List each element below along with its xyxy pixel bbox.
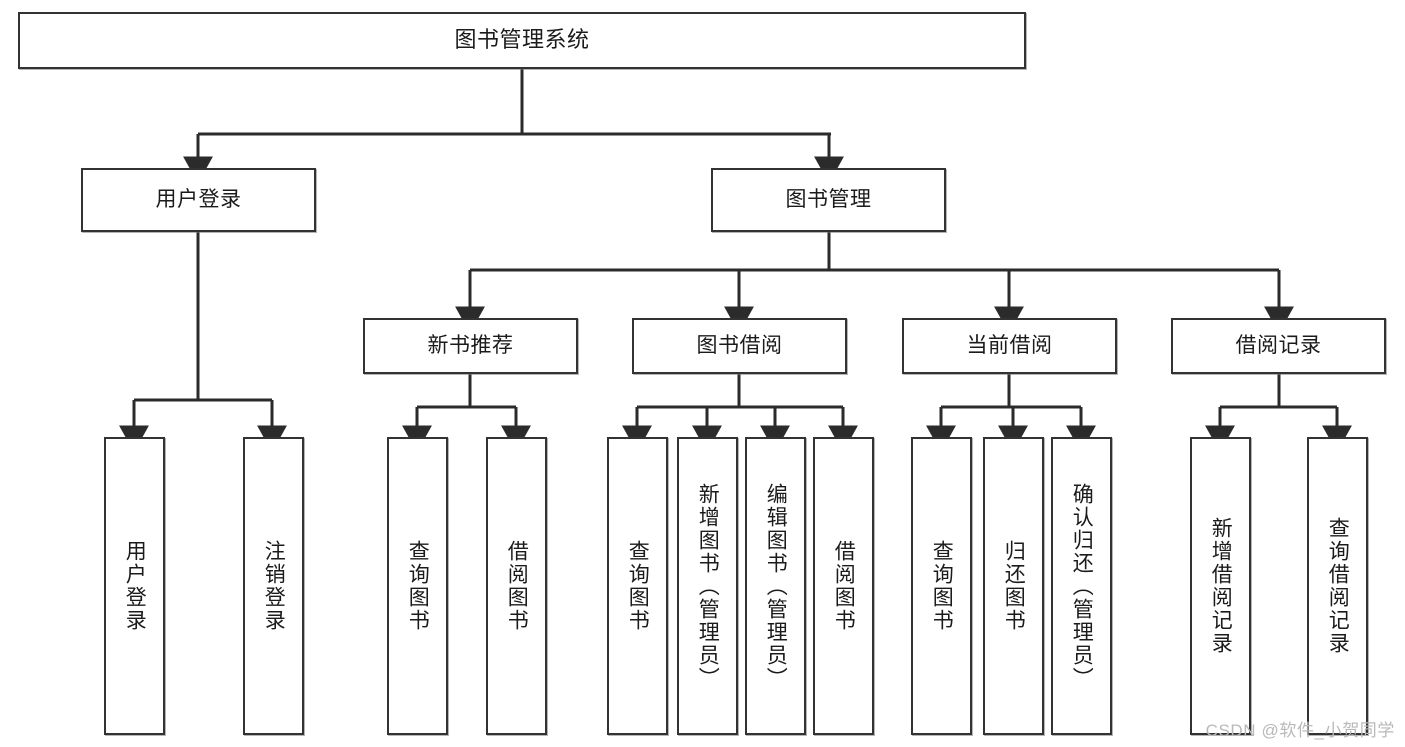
node-user-login[interactable]: 用户登录 [81,168,316,232]
node-label: 查询图书 [406,540,430,632]
node-label: 查询借阅记录 [1326,517,1350,655]
leaf-borrow-book[interactable]: 借阅图书 [813,437,874,735]
node-label: 借阅图书 [505,540,529,632]
leaf-query-borrow-record[interactable]: 查询借阅记录 [1307,437,1368,735]
leaf-logout[interactable]: 注销登录 [243,437,304,735]
node-book-borrow[interactable]: 图书借阅 [632,318,847,374]
leaf-add-book-admin[interactable]: 新增图书（管理员） [677,437,738,735]
node-label: 查询图书 [930,540,954,632]
node-label: 用户登录 [123,540,147,632]
leaf-confirm-return-admin[interactable]: 确认归还（管理员） [1051,437,1112,735]
leaf-add-borrow-record[interactable]: 新增借阅记录 [1190,437,1251,735]
node-label: 借阅记录 [1235,334,1322,358]
node-label: 图书管理 [785,188,872,212]
node-borrow-record[interactable]: 借阅记录 [1171,318,1386,374]
node-book-management-system[interactable]: 图书管理系统 [18,12,1026,69]
csdn-watermark: CSDN @软件_小贺同学 [1205,721,1395,740]
leaf-return-book[interactable]: 归还图书 [983,437,1044,735]
node-label: 图书借阅 [696,334,783,358]
node-current-borrow[interactable]: 当前借阅 [902,318,1117,374]
node-label: 确认归还（管理员） [1070,482,1094,690]
node-label: 新书推荐 [427,334,514,358]
node-label: 借阅图书 [832,540,856,632]
node-label: 新增借阅记录 [1209,517,1233,655]
node-label: 编辑图书（管理员） [764,482,788,690]
node-label: 注销登录 [262,540,286,632]
node-label: 新增图书（管理员） [696,482,720,690]
node-book-management[interactable]: 图书管理 [711,168,946,232]
node-label: 图书管理系统 [454,27,590,53]
node-new-book-recommend[interactable]: 新书推荐 [363,318,578,374]
leaf-query-book-current[interactable]: 查询图书 [911,437,972,735]
node-label: 用户登录 [155,188,242,212]
leaf-borrow-book-recommend[interactable]: 借阅图书 [486,437,547,735]
leaf-user-login[interactable]: 用户登录 [104,437,165,735]
node-label: 当前借阅 [966,334,1053,358]
node-label: 归还图书 [1002,540,1026,632]
node-label: 查询图书 [626,540,650,632]
leaf-edit-book-admin[interactable]: 编辑图书（管理员） [745,437,806,735]
leaf-query-book-recommend[interactable]: 查询图书 [387,437,448,735]
leaf-query-book-borrow[interactable]: 查询图书 [607,437,668,735]
